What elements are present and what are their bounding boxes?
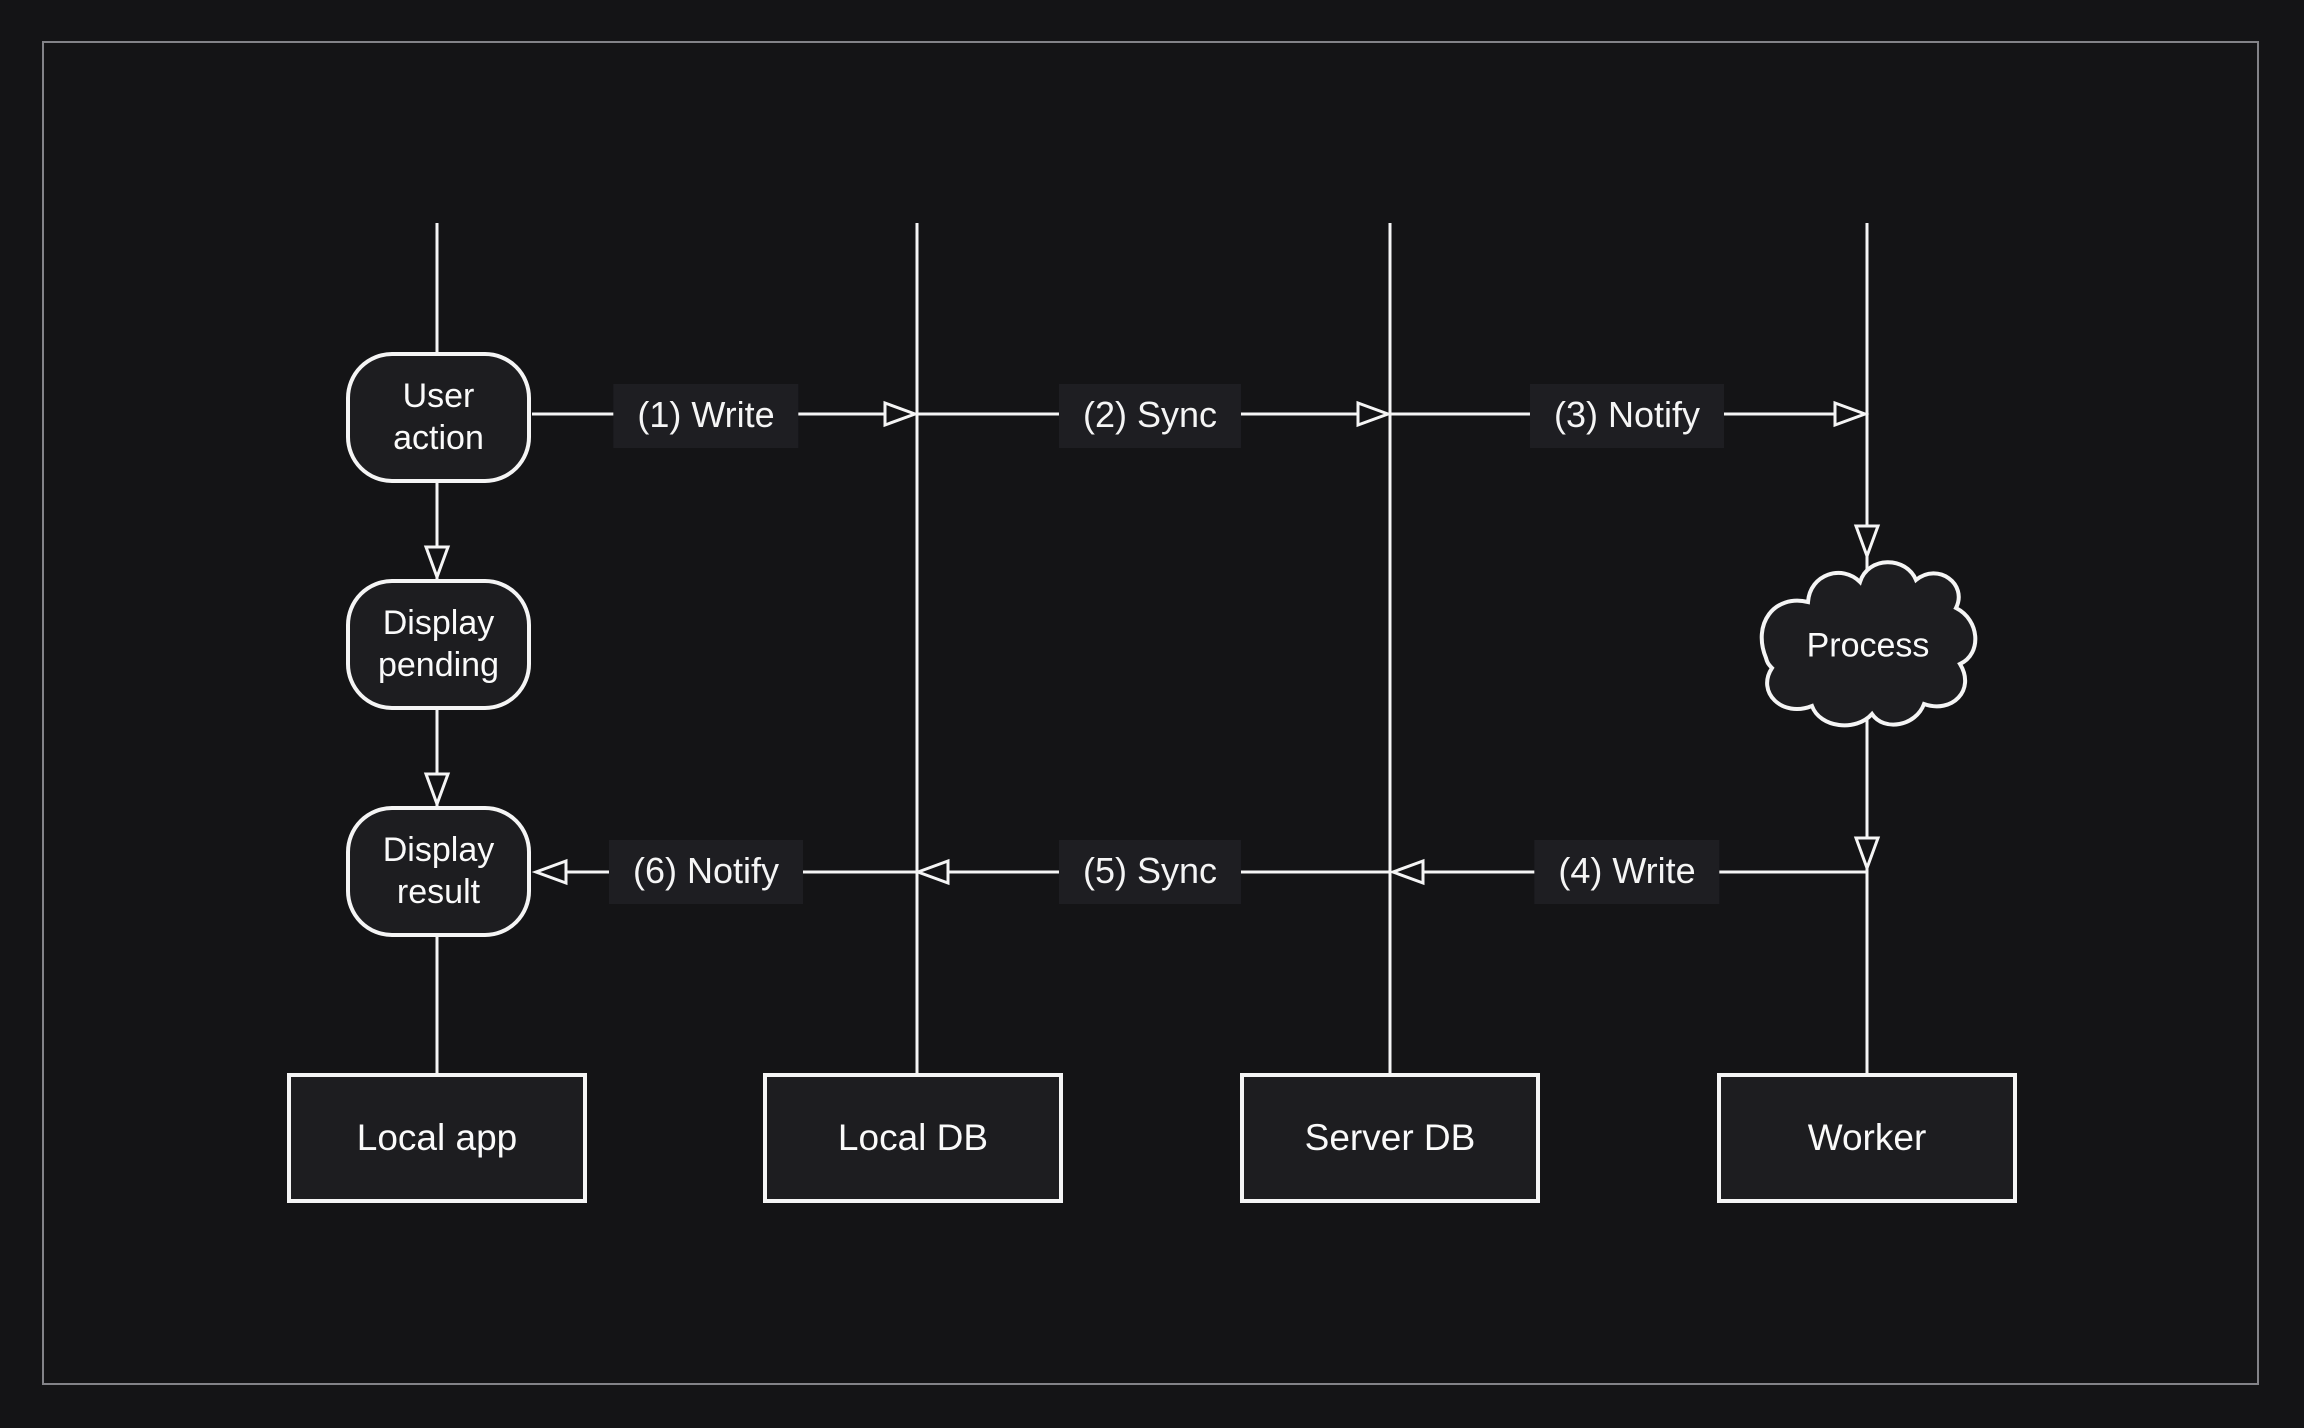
lane-label-server-db: Server DB xyxy=(1304,1117,1476,1158)
lane-box-local-app: Local app xyxy=(287,1073,587,1203)
node-display-result: Display result xyxy=(346,806,531,937)
lane-box-server-db: Server DB xyxy=(1240,1073,1540,1203)
flow-into-cloud-head xyxy=(1853,524,1881,561)
arrow-label-1-write: (1) Write xyxy=(613,384,799,448)
node-display-pending-label: Display pending xyxy=(377,604,499,684)
lane-label-local-db: Local DB xyxy=(837,1117,989,1158)
node-display-result-label: Display result xyxy=(382,831,495,911)
node-user-action: User action xyxy=(346,352,531,483)
frame-border xyxy=(42,41,2259,1385)
lane-box-worker: Worker xyxy=(1717,1073,2017,1203)
lane-label-local-app: Local app xyxy=(356,1117,518,1158)
arrow-label-3-notify: (3) Notify xyxy=(1529,384,1725,448)
flow-pending-to-result-head xyxy=(423,772,451,809)
flow-cloud-to-write-head xyxy=(1853,836,1881,873)
arrow-label-5-sync: (5) Sync xyxy=(1058,840,1242,904)
arrow-2-sync-head xyxy=(1356,400,1393,428)
lane-box-local-db: Local DB xyxy=(763,1073,1063,1203)
arrow-label-2-sync: (2) Sync xyxy=(1058,384,1242,448)
arrow-label-6-notify: (6) Notify xyxy=(608,840,804,904)
node-user-action-label: User action xyxy=(393,377,484,457)
arrow-6-notify-head xyxy=(531,858,568,886)
node-display-pending: Display pending xyxy=(346,579,531,710)
process-cloud xyxy=(1759,560,1978,728)
arrow-1-write-head xyxy=(883,400,920,428)
arrow-3-notify-head xyxy=(1833,400,1870,428)
flow-user-to-pending-head xyxy=(423,545,451,582)
arrow-label-4-write: (4) Write xyxy=(1534,840,1720,904)
lane-label-worker: Worker xyxy=(1807,1117,1927,1158)
arrow-5-sync-head xyxy=(913,858,950,886)
arrow-4-write-head xyxy=(1388,858,1425,886)
process-cloud-label: Process xyxy=(1806,626,1930,665)
